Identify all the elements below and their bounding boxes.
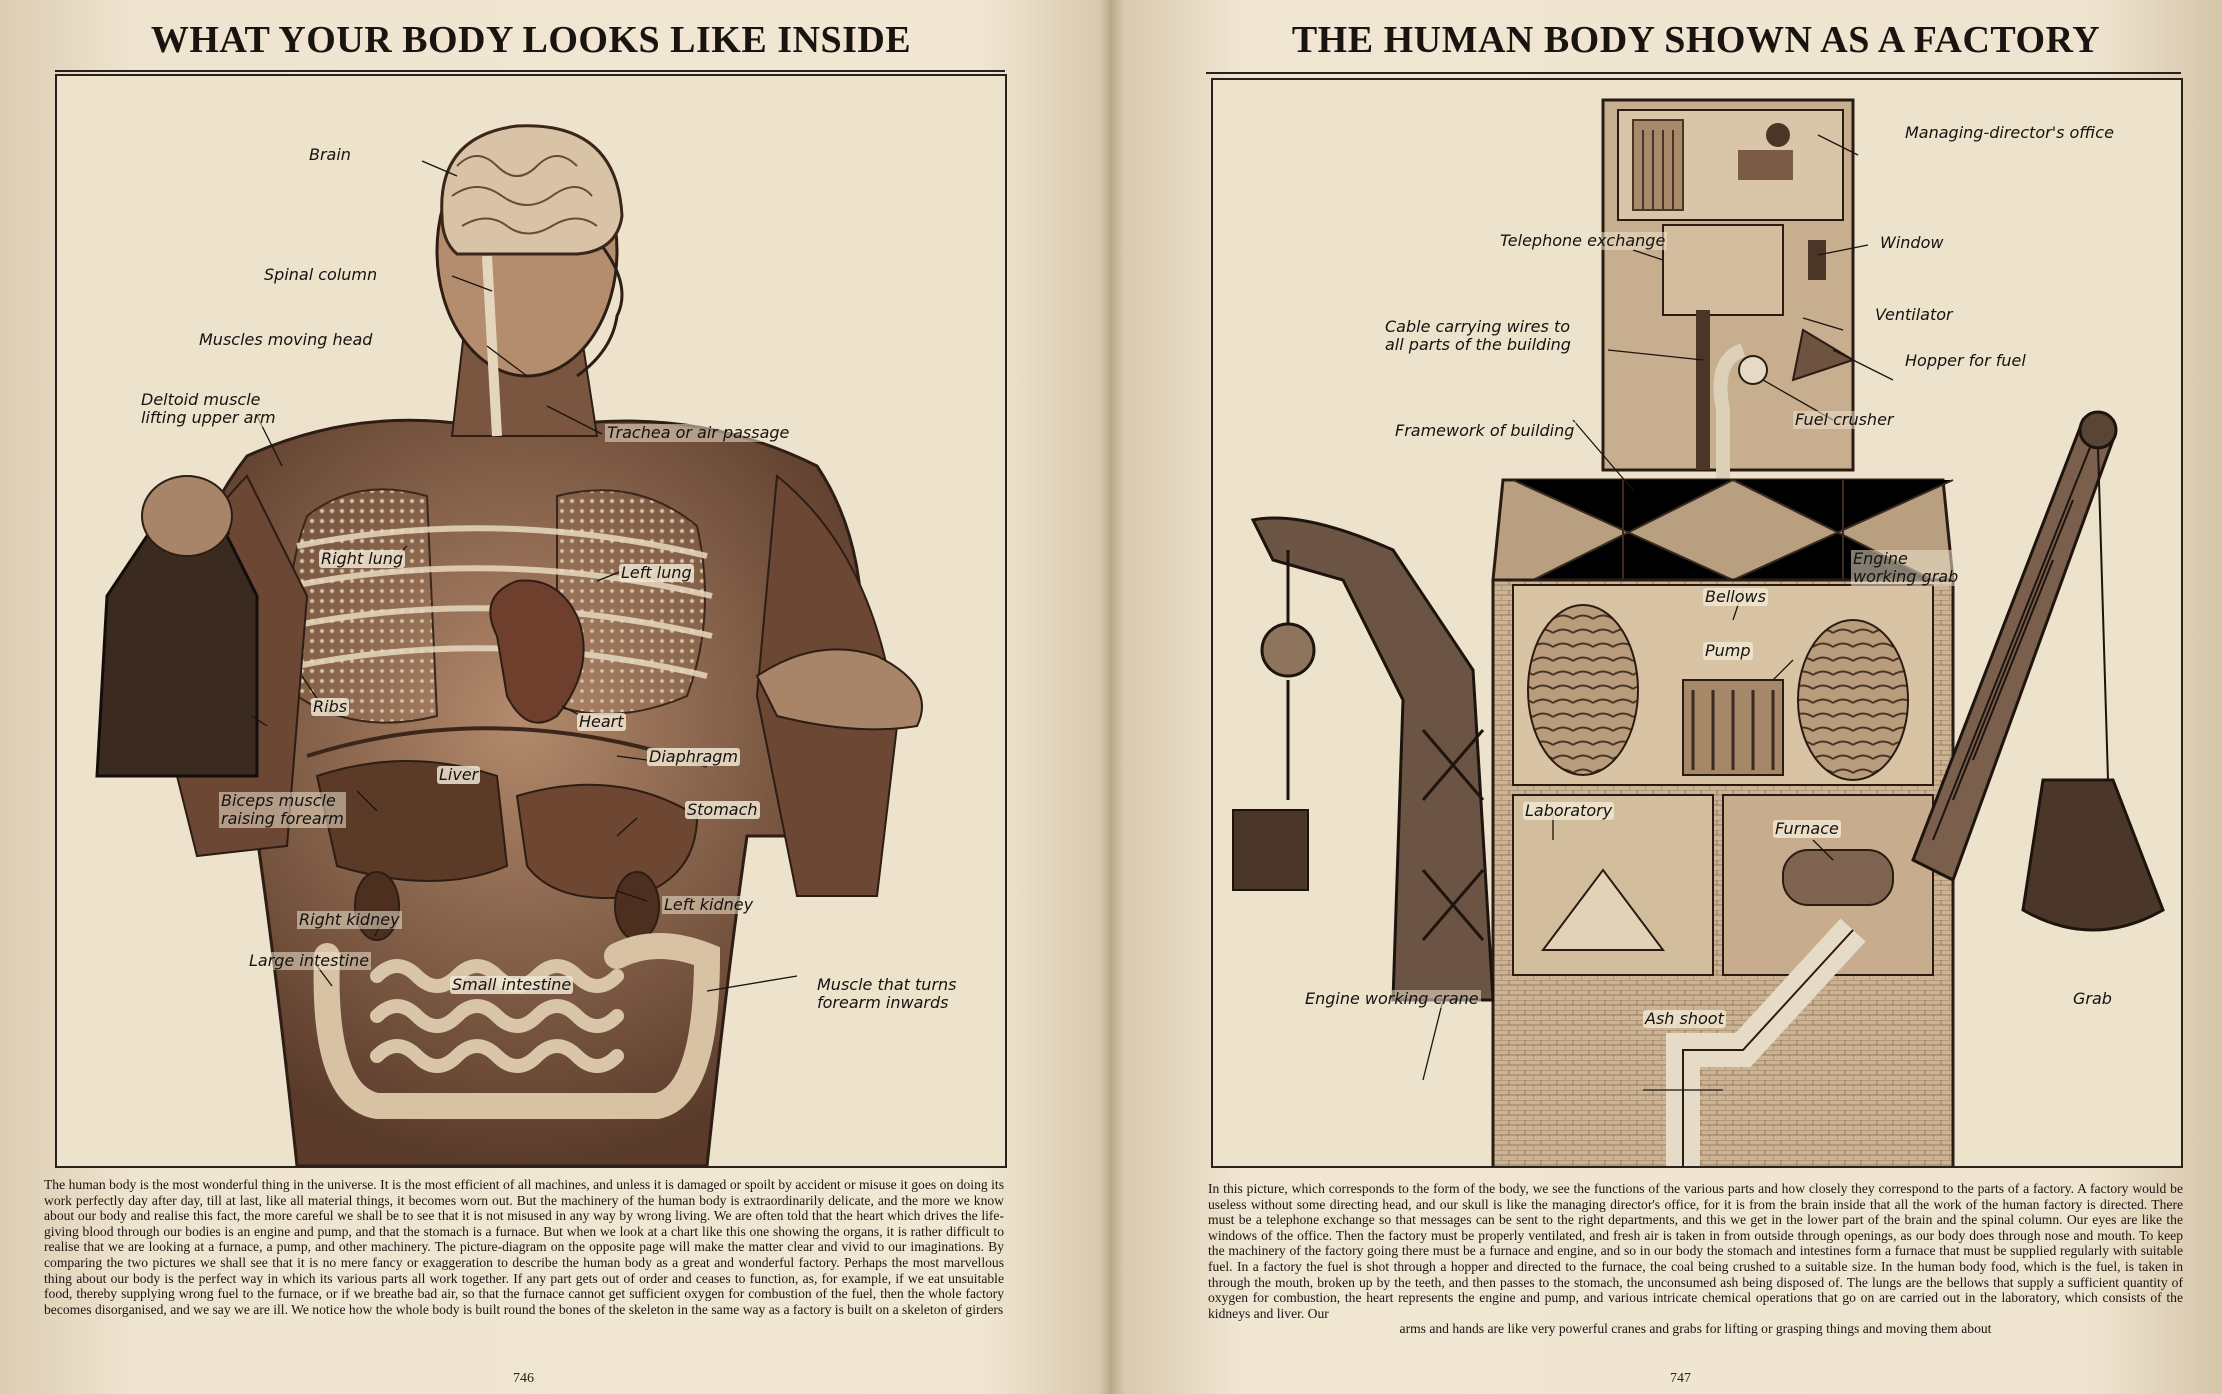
left-page-title: WHAT YOUR BODY LOOKS LIKE INSIDE [150, 19, 912, 61]
label-managing-director: Managing-director's office [1903, 123, 2116, 142]
bellows-left [1527, 604, 1639, 776]
label-window: Window [1878, 233, 1946, 252]
fuel-pipe [1713, 343, 1746, 500]
label-brain: Brain [307, 145, 353, 164]
label-biceps-muscle: Biceps muscle raising forearm [219, 791, 346, 828]
label-forearm-muscle: Muscle that turns forearm inwards [815, 975, 959, 1012]
hand-right [755, 648, 923, 731]
crane-load [1232, 809, 1309, 891]
label-deltoid-muscle: Deltoid muscle lifting upper arm [139, 390, 278, 427]
label-grab: Grab [2071, 989, 2114, 1008]
right-body-text-last-line: arms and hands are like very powerful cr… [1399, 1321, 1992, 1337]
label-furnace: Furnace [1773, 819, 1841, 838]
label-left-kidney: Left kidney [662, 895, 756, 914]
telephone-room [1662, 224, 1784, 316]
label-stomach: Stomach [685, 800, 760, 819]
factory-illustration: Managing-director's office Telephone exc… [1211, 78, 2183, 1168]
label-laboratory: Laboratory [1523, 801, 1615, 820]
left-lung [556, 489, 706, 715]
right-page: THE HUMAN BODY SHOWN AS A FACTORY [1111, 0, 2222, 1394]
right-kidney [354, 871, 400, 941]
label-ventilator: Ventilator [1873, 305, 1955, 324]
label-diaphragm: Diaphragm [647, 747, 740, 766]
label-spinal-column: Spinal column [262, 265, 380, 284]
factory-drawing [1232, 98, 2165, 1166]
title-rule [55, 70, 1005, 72]
furnace [1782, 849, 1894, 906]
weight [95, 534, 259, 778]
label-framework: Framework of building [1393, 421, 1577, 440]
bellows-right [1797, 619, 1909, 781]
right-body-text: In this picture, which corresponds to th… [1208, 1181, 2183, 1363]
label-heart: Heart [577, 712, 626, 731]
fist-left [141, 475, 233, 557]
right-lung [288, 488, 439, 724]
brain [440, 124, 624, 256]
label-engine-working-crane: Engine working crane [1303, 989, 1481, 1008]
label-right-lung: Right lung [319, 549, 406, 568]
label-small-intestine: Small intestine [450, 975, 574, 994]
face-profile [576, 245, 624, 378]
right-body-text-main: In this picture, which corresponds to th… [1208, 1181, 2183, 1321]
right-page-title: THE HUMAN BODY SHOWN AS A FACTORY [1291, 19, 2101, 61]
left-page: WHAT YOUR BODY LOOKS LIKE INSIDE [44, 19, 1007, 1386]
label-telephone-exchange: Telephone exchange [1498, 231, 1668, 250]
label-fuel-crusher: Fuel crusher [1793, 410, 1896, 429]
label-engine-working-grab: Engine working grab [1851, 549, 1961, 586]
stomach [515, 783, 699, 899]
label-muscles-moving-head: Muscles moving head [197, 330, 375, 349]
grab [2021, 778, 2165, 932]
label-ash-shoot: Ash shoot [1643, 1009, 1726, 1028]
hopper [1791, 328, 1856, 382]
label-cable: Cable carrying wires to all parts of the… [1383, 317, 1573, 354]
anatomy-illustration: Brain Spinal column Muscles moving head … [55, 74, 1007, 1168]
title-rule [1206, 72, 2181, 74]
label-hopper: Hopper for fuel [1903, 351, 2028, 370]
left-kidney [614, 871, 660, 941]
label-liver: Liver [437, 765, 481, 784]
label-pump: Pump [1703, 641, 1753, 660]
label-ribs: Ribs [311, 697, 350, 716]
left-body-text: The human body is the most wonderful thi… [44, 1177, 1004, 1317]
label-large-intestine: Large intestine [247, 951, 372, 970]
anatomy-drawing [95, 124, 923, 1166]
label-bellows: Bellows [1703, 587, 1768, 606]
large-intestine [313, 933, 721, 1119]
page-number-right: 747 [1670, 1371, 1691, 1386]
label-right-kidney: Right kidney [297, 910, 402, 929]
label-trachea: Trachea or air passage [605, 423, 792, 442]
heart [489, 579, 585, 724]
label-left-lung: Left lung [619, 563, 694, 582]
page-number-left: 746 [513, 1371, 534, 1386]
